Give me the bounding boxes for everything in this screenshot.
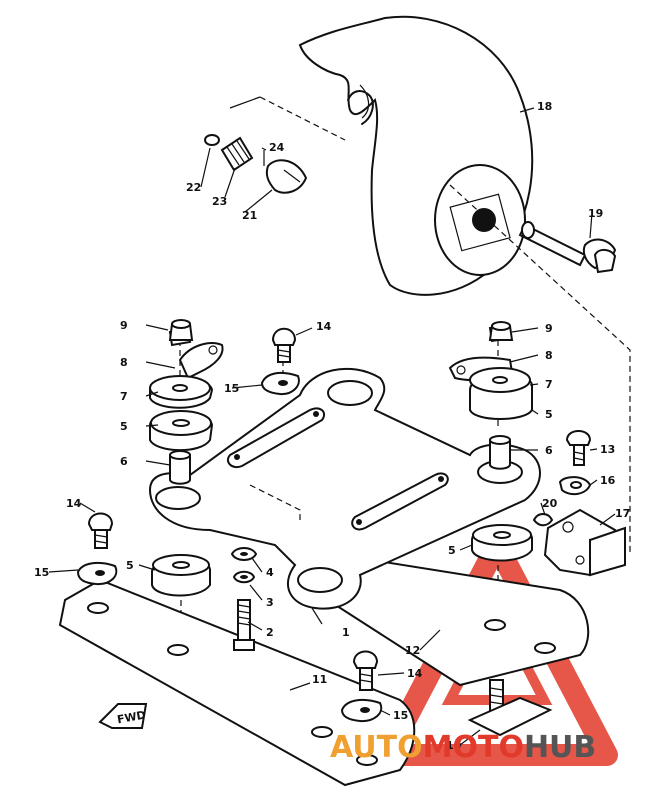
bracket-17 bbox=[532, 508, 626, 577]
callout-13: 13 bbox=[600, 443, 615, 456]
lower-left-parts bbox=[76, 512, 211, 597]
callout-8-right: 8 bbox=[545, 349, 553, 362]
callout-14-top: 14 bbox=[316, 320, 332, 333]
callout-22: 22 bbox=[186, 181, 201, 194]
watermark-moto: MOTO bbox=[423, 730, 524, 765]
callout-15-top: 15 bbox=[224, 382, 239, 395]
callout-5-lower-left: 5 bbox=[126, 559, 134, 572]
callout-16: 16 bbox=[600, 474, 616, 487]
callout-6-right: 6 bbox=[545, 444, 553, 457]
guide-line-right bbox=[449, 184, 631, 555]
lower-plate-long bbox=[58, 578, 416, 787]
main-bracket bbox=[148, 367, 541, 610]
callout-21: 21 bbox=[242, 209, 257, 222]
callout-5-lower-right: 5 bbox=[448, 544, 456, 557]
callout-3: 3 bbox=[266, 596, 274, 609]
callout-2: 2 bbox=[266, 626, 274, 639]
nut-right bbox=[488, 321, 514, 341]
callout-7-right: 7 bbox=[545, 378, 553, 391]
leader-shroud-bolt-2 bbox=[229, 96, 261, 109]
callout-15-bottom: 15 bbox=[393, 709, 408, 722]
leader-shroud-bolt bbox=[259, 96, 346, 141]
pin-part bbox=[518, 221, 617, 274]
left-mount-stack bbox=[149, 328, 224, 485]
callout-10: 10 bbox=[446, 739, 462, 752]
callout-labels: 1 2 3 4 5 5 5 5 6 6 7 7 8 8 9 9 10 11 12… bbox=[34, 100, 630, 752]
center-bolt-stack bbox=[230, 547, 258, 651]
callout-12: 12 bbox=[405, 644, 420, 657]
callout-15-left: 15 bbox=[34, 566, 49, 579]
callout-7-left: 7 bbox=[120, 390, 128, 403]
callout-17: 17 bbox=[615, 507, 630, 520]
callout-18: 18 bbox=[537, 100, 552, 113]
callout-1: 1 bbox=[342, 626, 350, 639]
center-bolt bbox=[260, 327, 300, 396]
callout-19: 19 bbox=[588, 207, 603, 220]
watermark-hub: HUB bbox=[524, 730, 596, 765]
leader-lines bbox=[48, 107, 616, 746]
svg-text:AUTOMOTOHUB: AUTOMOTOHUB bbox=[330, 730, 596, 765]
callout-23: 23 bbox=[212, 195, 227, 208]
watermark-logo: AUTOMOTOHUB bbox=[330, 730, 596, 765]
bolt-13 bbox=[558, 430, 592, 496]
callout-9-left: 9 bbox=[120, 319, 128, 332]
callout-5-upper-left: 5 bbox=[120, 420, 128, 433]
lower-plate-right bbox=[318, 553, 590, 687]
knob-assembly bbox=[204, 134, 308, 194]
callout-14-left: 14 bbox=[66, 497, 82, 510]
callout-11: 11 bbox=[312, 673, 327, 686]
forward-direction-arrow bbox=[98, 703, 148, 729]
right-rubber-mount bbox=[471, 524, 533, 562]
nut-left bbox=[168, 319, 194, 341]
shroud-housing bbox=[298, 15, 534, 296]
callout-4: 4 bbox=[266, 566, 274, 579]
forward-label: FWD bbox=[116, 708, 147, 726]
callout-24: 24 bbox=[269, 141, 285, 154]
callout-5-upper-right: 5 bbox=[545, 408, 553, 421]
callout-14-bottom: 14 bbox=[407, 667, 423, 680]
callout-8-left: 8 bbox=[120, 356, 128, 369]
callout-6-left: 6 bbox=[120, 455, 128, 468]
lower-right-parts bbox=[340, 650, 553, 737]
callout-20: 20 bbox=[542, 497, 558, 510]
watermark-auto: AUTO bbox=[330, 730, 423, 765]
callout-9-right: 9 bbox=[545, 322, 553, 335]
